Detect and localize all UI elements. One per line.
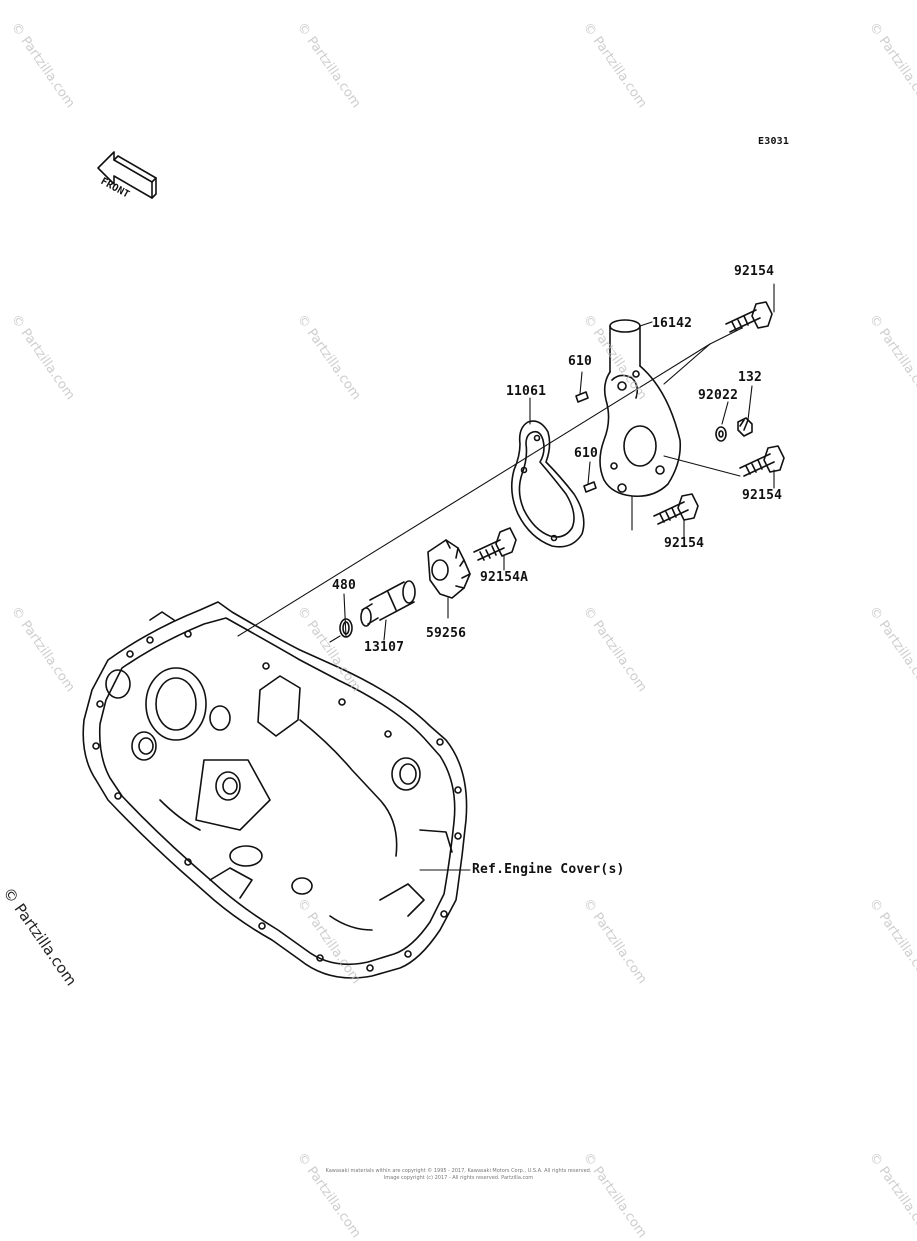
bolt-132 (737, 417, 753, 437)
diagram-code: E3031 (758, 136, 790, 147)
impeller-59256 (427, 539, 471, 599)
copyright-line-2: Image copyright (c) 2017 - All rights re… (383, 1175, 534, 1181)
ref-engine-cover-label: Ref.Engine Cover(s) (472, 862, 625, 877)
part-label-132: 132 (738, 370, 763, 385)
part-label-92154-bottom: 92154 (664, 536, 705, 551)
copyright-line-1: Kawasaki materials within are copyright … (325, 1168, 592, 1174)
part-label-13107: 13107 (364, 640, 405, 655)
part-label-92154A: 92154A (480, 570, 529, 585)
part-label-92154-right: 92154 (742, 488, 783, 503)
bolt-92154-bottom (653, 493, 699, 525)
part-label-59256: 59256 (426, 626, 467, 641)
engine-cover (82, 601, 468, 979)
bolt-92154-top (725, 301, 773, 333)
part-label-92022: 92022 (698, 388, 739, 403)
part-label-11061: 11061 (506, 384, 547, 399)
part-label-610-top: 610 (568, 354, 593, 369)
part-label-92154-top: 92154 (734, 264, 775, 279)
washer-92022 (715, 426, 727, 442)
shaft-13107 (360, 580, 416, 627)
part-label-610-mid: 610 (574, 446, 599, 461)
part-label-480: 480 (332, 578, 357, 593)
dowel-pin-610-top (575, 391, 589, 403)
bolt-92154-right (739, 445, 785, 477)
part-label-16142: 16142 (652, 316, 693, 331)
bolt-92154A (473, 527, 517, 561)
leader-lines (237, 283, 775, 871)
front-arrow-icon (97, 151, 157, 199)
dowel-pin-610-mid (583, 481, 597, 493)
parts-diagram (82, 151, 785, 979)
water-pump-cover-16142 (599, 319, 682, 498)
gasket-11061 (510, 420, 585, 548)
